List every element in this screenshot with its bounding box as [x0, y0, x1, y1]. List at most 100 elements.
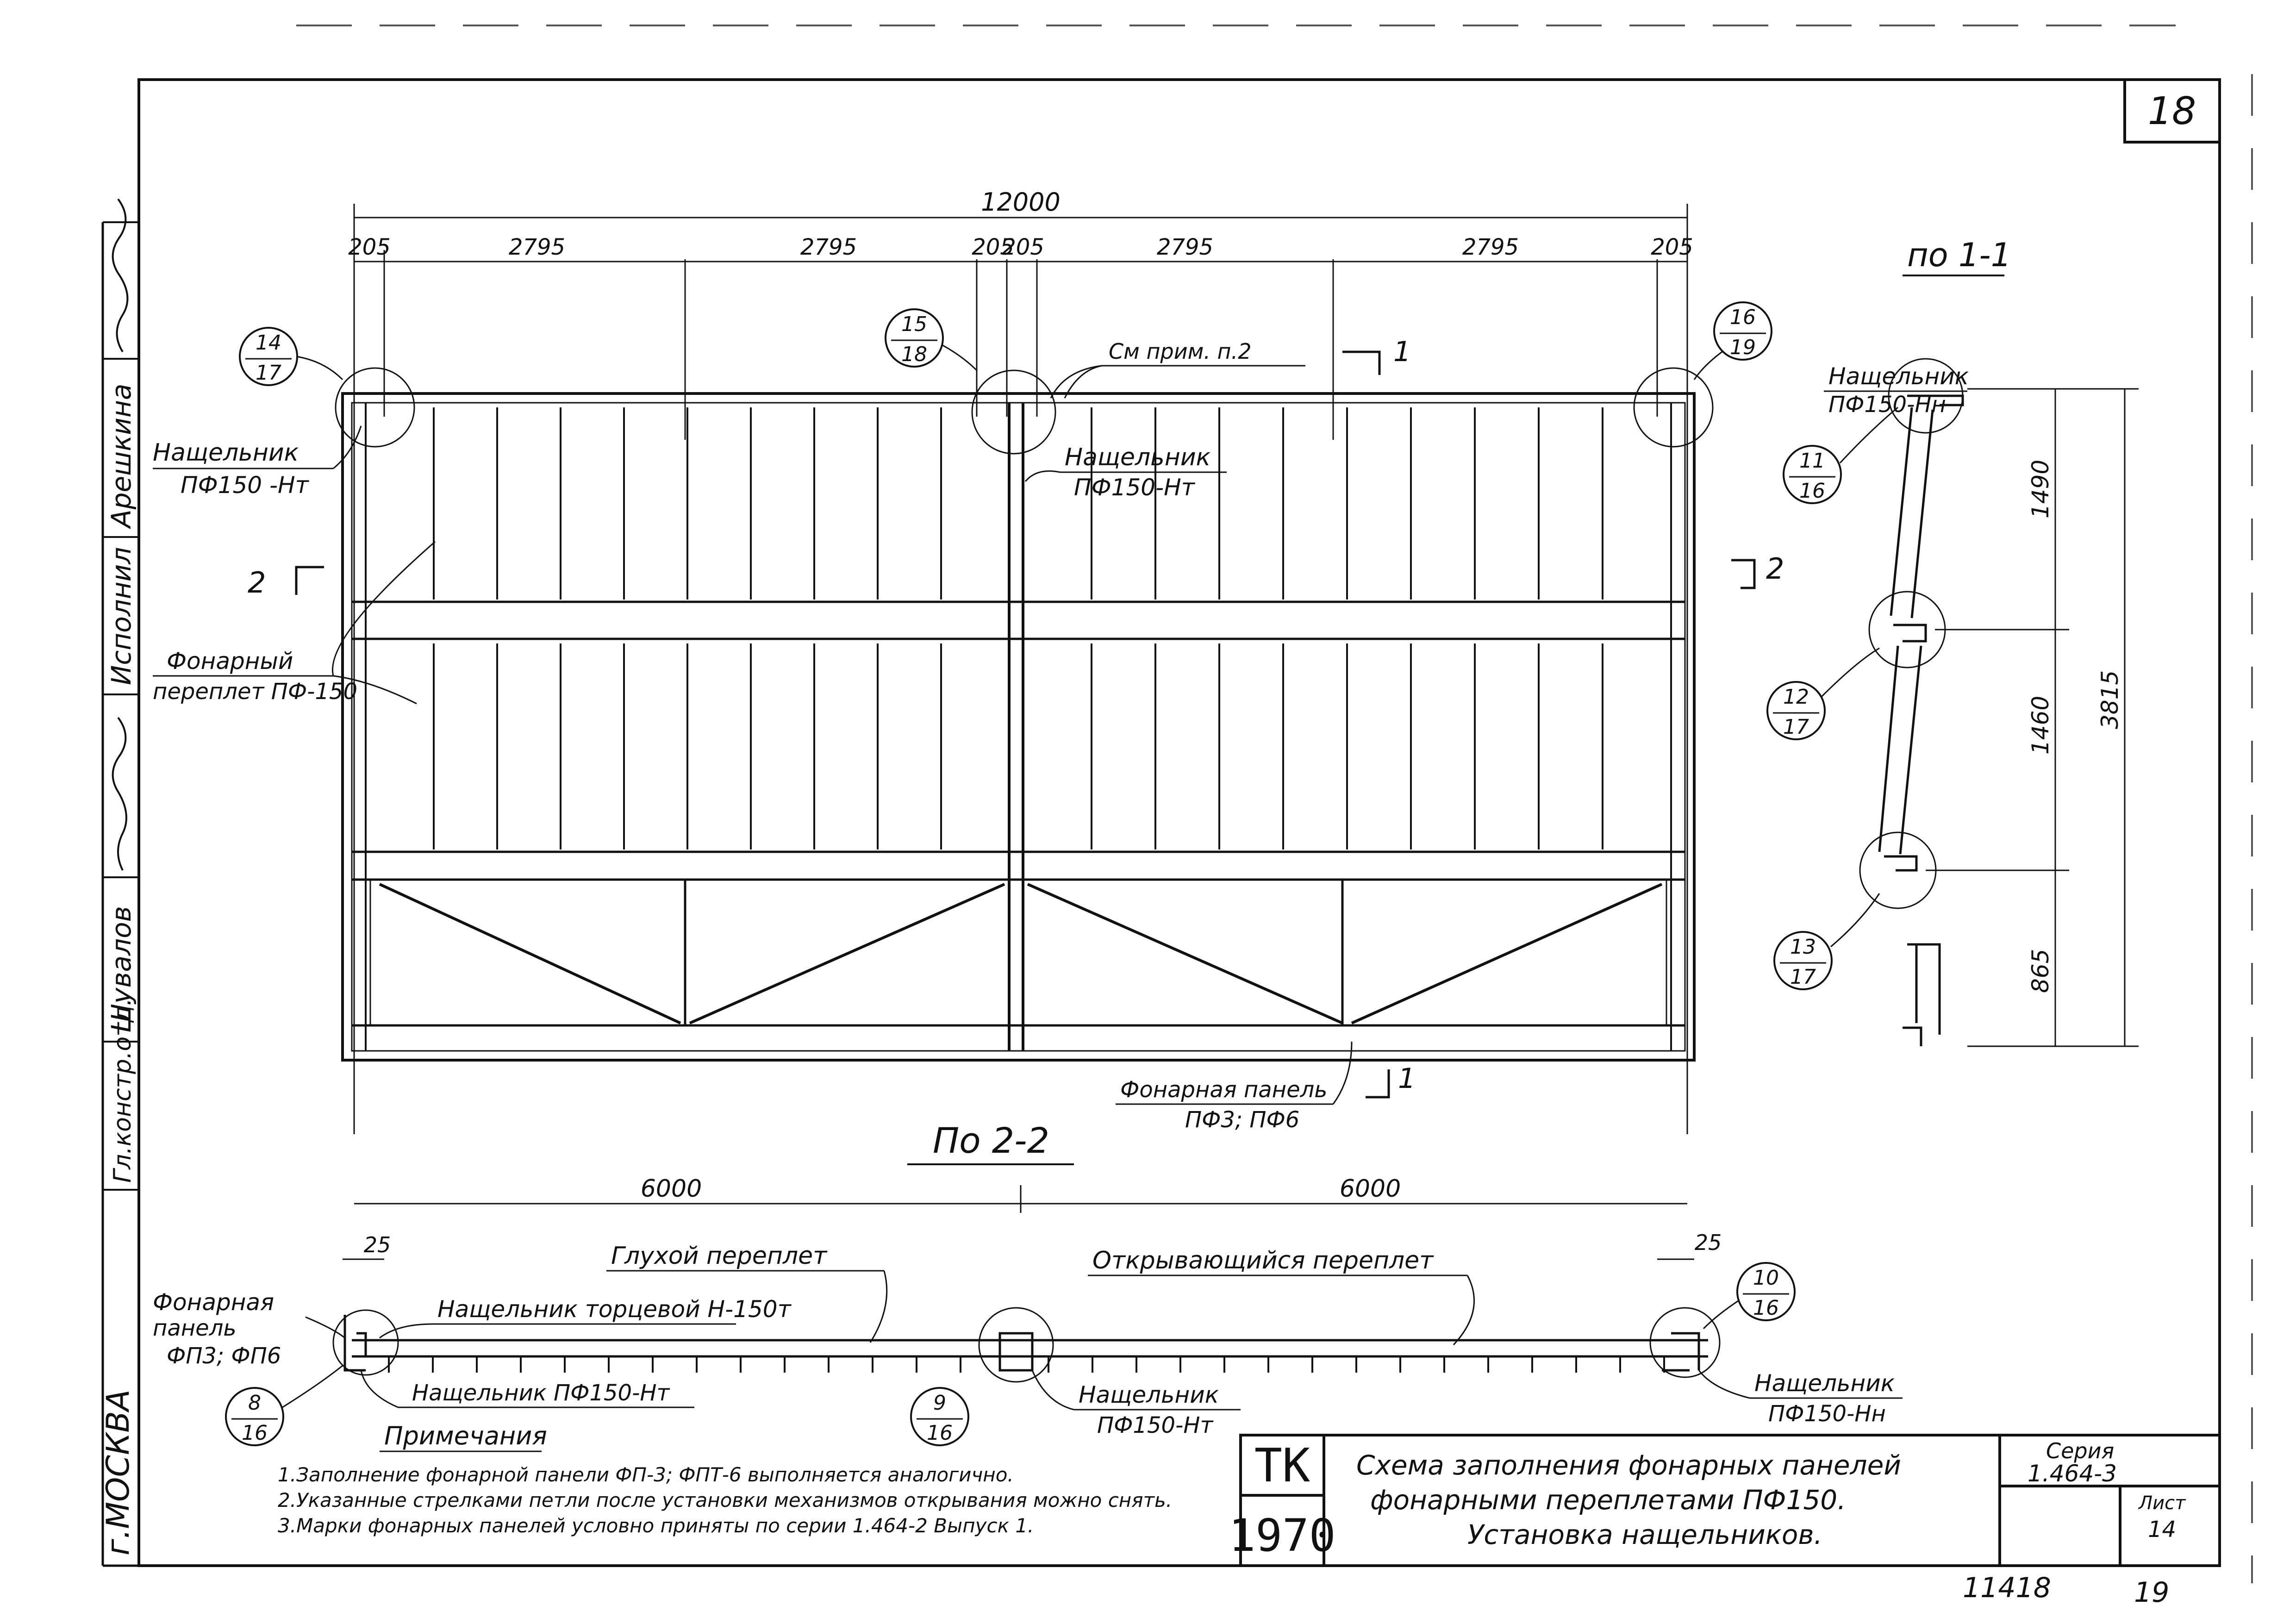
- s11-dim-1490: 1490: [2027, 460, 2054, 518]
- s11-dim-3815: 3815: [2096, 670, 2123, 729]
- svg-text:11: 11: [1799, 449, 1825, 473]
- svg-text:16: 16: [1753, 1296, 1779, 1320]
- svg-text:14: 14: [256, 331, 281, 355]
- s22-dim-25-a: 25: [364, 1232, 391, 1257]
- tb-sheet-value: 14: [2148, 1517, 2176, 1543]
- footer-left-number: 11418: [1963, 1572, 2051, 1604]
- callout-14-17: 14 17: [239, 327, 343, 386]
- dim-2795-b: 2795: [800, 234, 857, 260]
- s22-label-panel-3: ФП3; ФП6: [167, 1343, 281, 1369]
- svg-text:17: 17: [1783, 715, 1809, 739]
- svg-text:13: 13: [1790, 935, 1816, 959]
- svg-text:16: 16: [1730, 306, 1756, 329]
- staff-name-2: Арешкина: [106, 384, 137, 530]
- elevation-frame: [341, 392, 1696, 1062]
- s22-label-opening: Открывающийся переплет: [1092, 1247, 1434, 1274]
- s22-label-panel-2: панель: [153, 1315, 237, 1341]
- note-ref-text: См прим. п.2: [1109, 339, 1252, 364]
- notes-title: Примечания: [384, 1421, 547, 1450]
- s11-dim-865: 865: [2027, 949, 2054, 993]
- s22-label-panel-1: Фонарная: [153, 1289, 274, 1316]
- staff-name-1: Шувалов: [106, 906, 137, 1032]
- section-1-1-title: по 1-1: [1907, 236, 2011, 274]
- dim-2795-a: 2795: [509, 234, 565, 260]
- elevation-detail-circles: [335, 367, 1714, 455]
- section-mark-1-bottom: 1: [1398, 1062, 1416, 1095]
- svg-text:17: 17: [1790, 965, 1816, 989]
- callout-10-16: 10 16: [1703, 1262, 1796, 1330]
- dim-205-d: 205: [1651, 234, 1693, 260]
- tb-series-label: Серия: [2046, 1438, 2114, 1463]
- svg-text:8: 8: [248, 1391, 261, 1415]
- dim-205-a: 205: [348, 234, 391, 260]
- footer-right-number: 19: [2134, 1576, 2169, 1609]
- glazing-bars: [433, 407, 1603, 849]
- left-stamp: г.МОСКВА Гл.констр.отд. Шувалов Исполнил…: [100, 198, 137, 1555]
- label-left-nasch-1: Нащельник: [153, 439, 299, 467]
- elevation-dim-texts: 12000 205 2795 2795 205 205 2795 2795 20…: [348, 187, 1693, 260]
- label-center-nasch-1: Нащельник: [1065, 443, 1211, 471]
- s22-label-end-nasch: Нащельник торцевой Н-150т: [437, 1296, 792, 1323]
- tb-year: 1970: [1229, 1510, 1335, 1562]
- signature-1: [112, 717, 127, 871]
- s22-label-nasch-left: Нащельник ПФ150-Нт: [412, 1380, 670, 1406]
- svg-text:16: 16: [927, 1421, 953, 1445]
- tb-sheet-label: Лист: [2138, 1493, 2186, 1514]
- note-2: 2.Указанные стрелками петли после устано…: [278, 1489, 1172, 1512]
- callout-12-17: 12 17: [1766, 647, 1880, 740]
- section-mark-2-right: 2: [1766, 552, 1784, 586]
- staff-role-1: Гл.констр.отд.: [109, 998, 137, 1183]
- svg-text:15: 15: [901, 312, 927, 336]
- dim-2795-c: 2795: [1157, 234, 1213, 260]
- s11-dim-1460: 1460: [2027, 696, 2054, 755]
- label-panel-1: Фонарная панель: [1120, 1077, 1328, 1103]
- s22-label-blind: Глухой переплет: [611, 1242, 828, 1270]
- staff-role-2: Исполнил: [106, 547, 137, 685]
- label-left-nasch-2: ПФ150 -Нт: [181, 472, 310, 499]
- tb-series-value: 1.464-3: [2028, 1460, 2117, 1487]
- svg-text:19: 19: [1730, 336, 1756, 359]
- elevation-dimensions: [353, 204, 1688, 1134]
- sheet-number: 18: [2148, 89, 2196, 133]
- s22-label-nasch-right-2: ПФ150-Нн: [1768, 1401, 1886, 1427]
- title-block: [1239, 1434, 2221, 1567]
- note-1: 1.Заполнение фонарной панели ФП-3; ФПТ-6…: [278, 1463, 1014, 1486]
- section-mark-1-top: 1: [1393, 336, 1411, 368]
- sheet-number-box: 18: [2123, 78, 2221, 144]
- s22-dim-6000-a: 6000: [641, 1175, 702, 1203]
- note-3: 3.Марки фонарных панелей условно приняты…: [278, 1514, 1034, 1537]
- section-2-2-title: По 2-2: [933, 1120, 1049, 1161]
- elevation-labels: См прим. п.2 1 Нащельник ПФ150 -Нт Нащел…: [153, 336, 1784, 1133]
- callout-8-16: 8 16: [225, 1365, 343, 1446]
- city-text: г.МОСКВА: [100, 1390, 137, 1555]
- tb-title-1: Схема заполнения фонарных панелей: [1356, 1449, 1901, 1481]
- dim-2795-d: 2795: [1462, 234, 1519, 260]
- section-mark-2-left: 2: [248, 566, 266, 600]
- s22-label-nasch-center-1: Нащельник: [1079, 1381, 1219, 1408]
- svg-text:10: 10: [1753, 1266, 1779, 1290]
- label-frame-2: переплет ПФ-150: [153, 679, 357, 705]
- section-1-1: по 1-1 Нащельник ПФ150-Нн: [1766, 236, 2139, 1047]
- s22-dim-6000-b: 6000: [1340, 1175, 1401, 1203]
- callout-15-18: 15 18: [885, 308, 978, 371]
- tb-title-3: Установка нащельников.: [1467, 1519, 1822, 1550]
- s22-dim-25-b: 25: [1695, 1230, 1722, 1255]
- callout-11-16: 11 16: [1783, 406, 1898, 504]
- callout-16-19: 16 19: [1693, 301, 1772, 380]
- label-frame-1: Фонарный: [167, 648, 293, 675]
- dim-205-b: 205: [972, 234, 1014, 260]
- svg-text:16: 16: [1799, 479, 1825, 503]
- tb-title-2: фонарными переплетами ПФ150.: [1370, 1484, 1846, 1516]
- dim-205-c: 205: [1002, 234, 1044, 260]
- svg-text:9: 9: [933, 1391, 946, 1415]
- s11-nasch-1: Нащельник: [1828, 363, 1969, 390]
- svg-text:17: 17: [256, 361, 281, 385]
- callout-9-16: 9 16: [910, 1387, 969, 1446]
- s22-label-nasch-center-2: ПФ150-Нт: [1097, 1412, 1214, 1438]
- notes: Примечания 1.Заполнение фонарной панели …: [278, 1421, 1172, 1537]
- svg-text:18: 18: [901, 343, 927, 366]
- svg-text:16: 16: [242, 1421, 268, 1445]
- sheet-frame: [101, 78, 2221, 1567]
- tb-org: ТК: [1254, 1438, 1310, 1493]
